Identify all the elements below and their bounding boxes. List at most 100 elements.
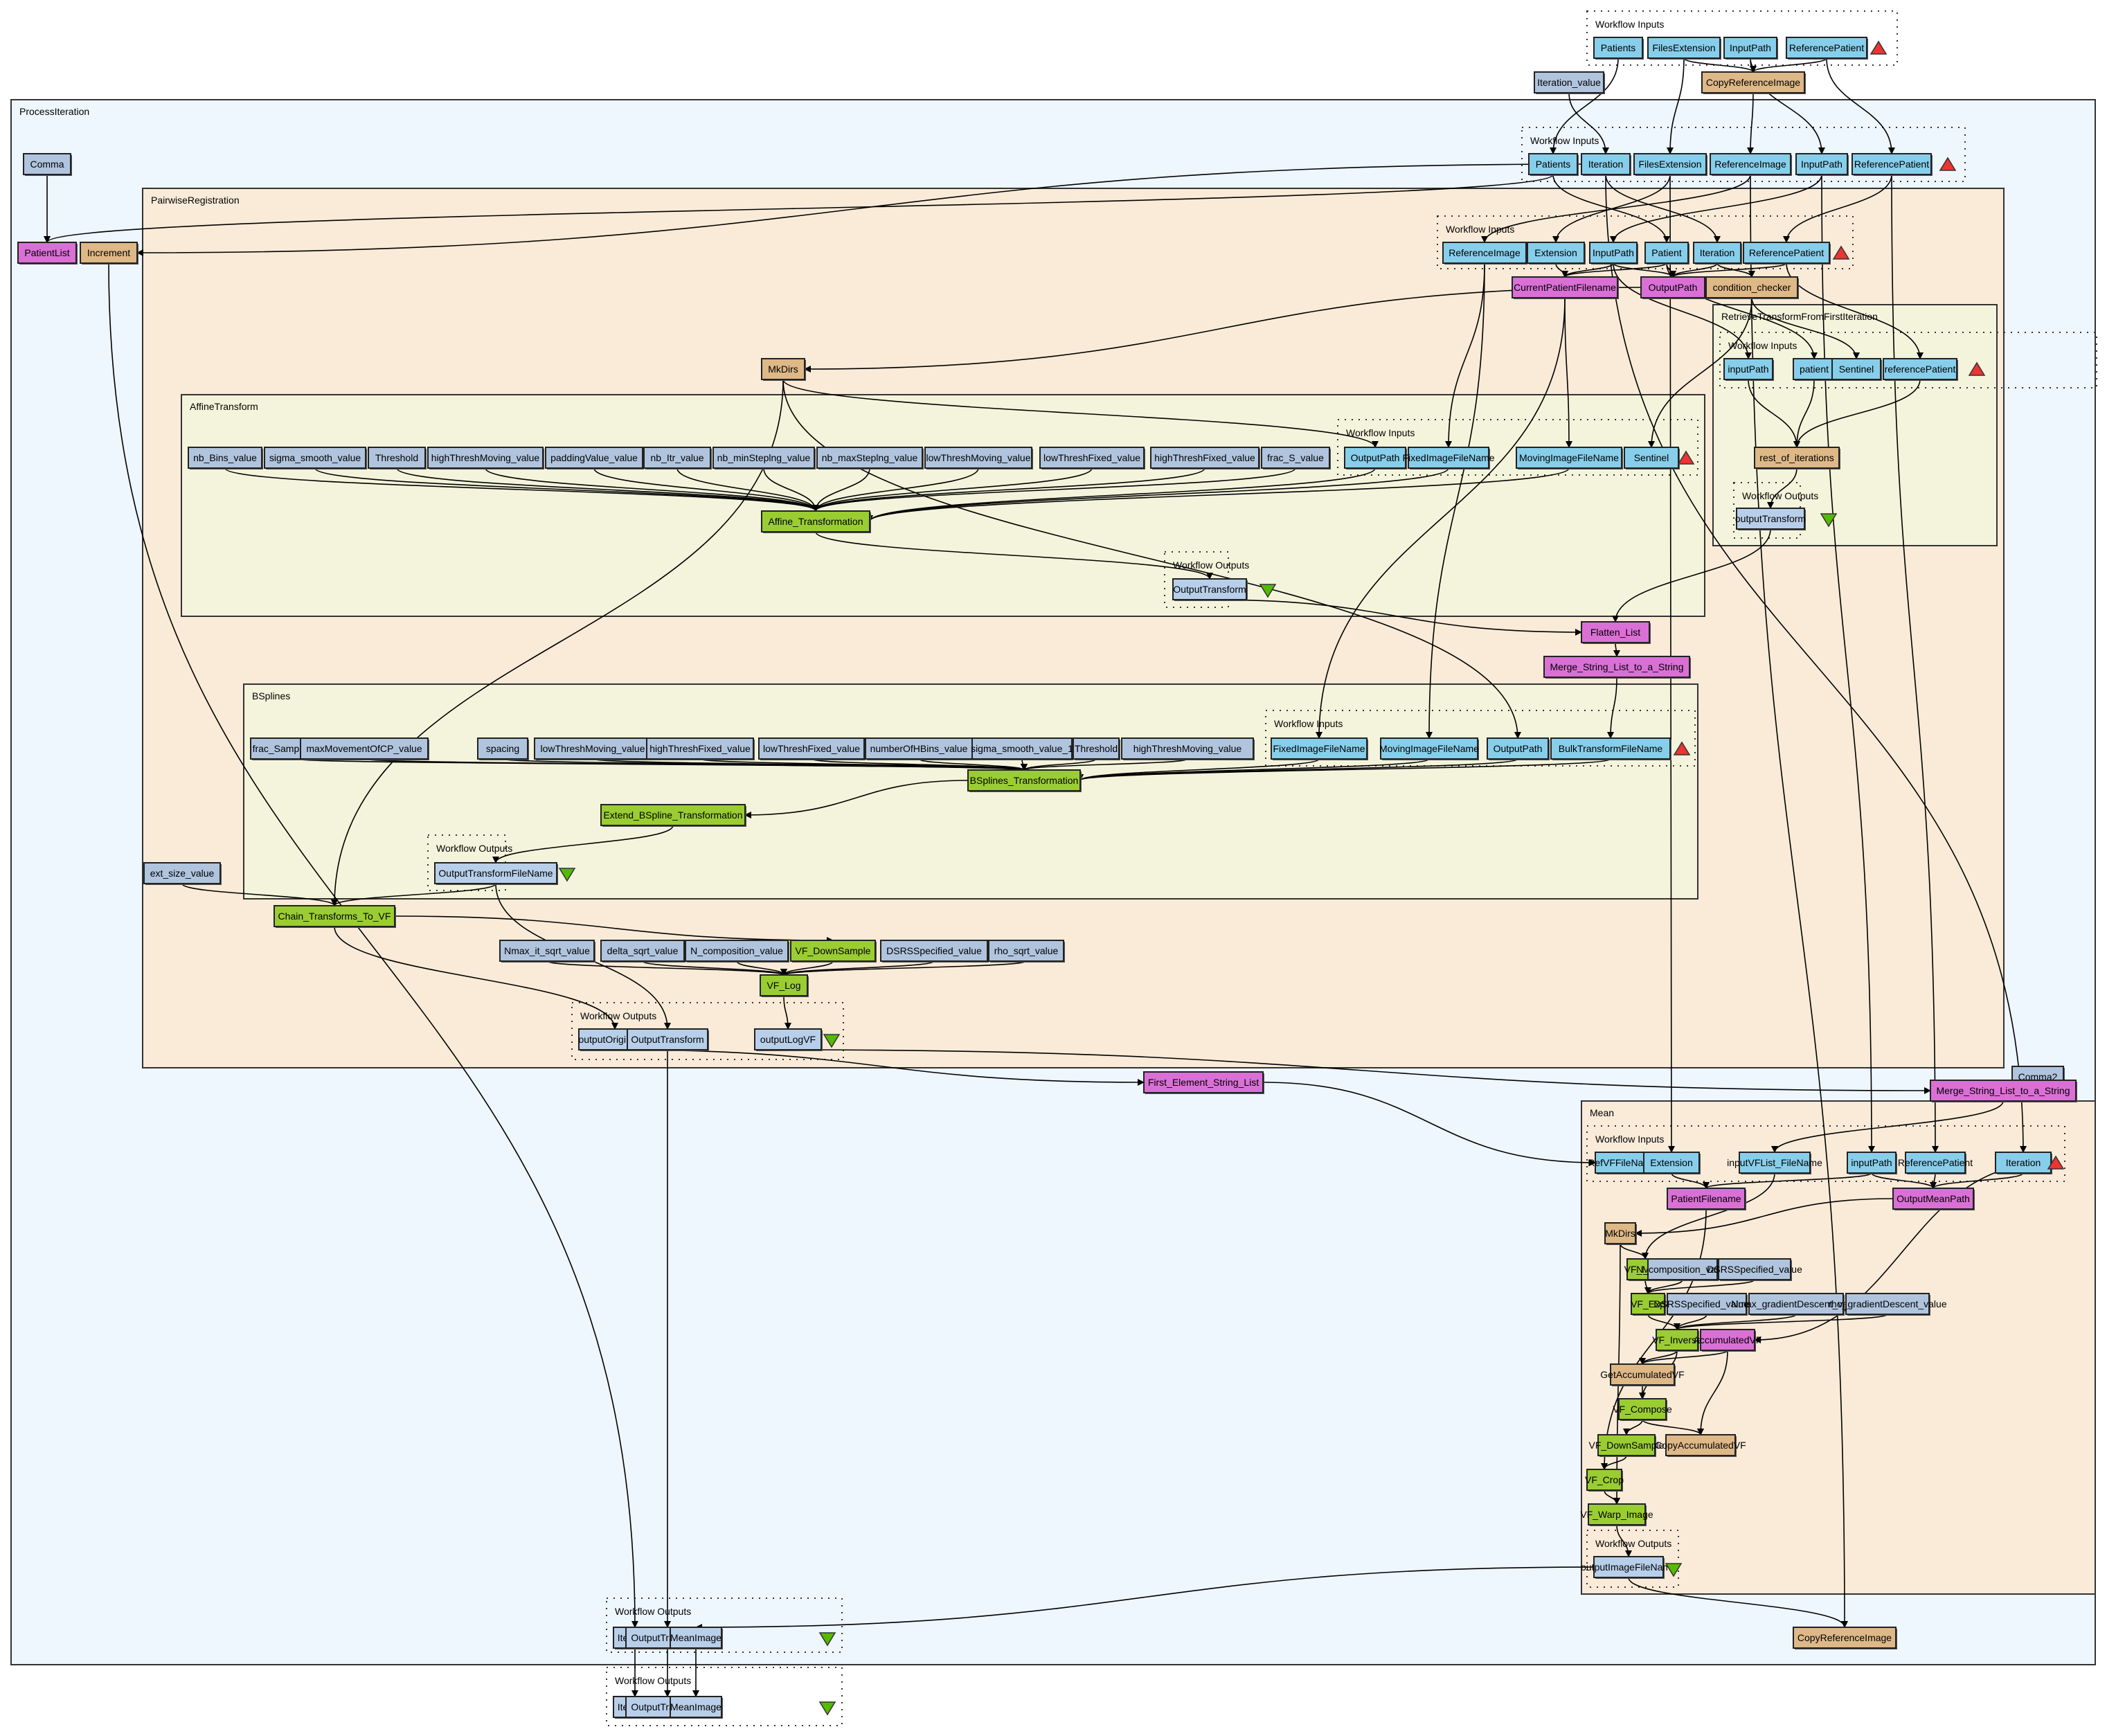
node-input-path[interactable]: inputPath (1847, 1152, 1897, 1174)
node-vf-down-sample[interactable]: VF_DownSample (1589, 1434, 1665, 1457)
node-sentinel[interactable]: Sentinel (1624, 447, 1680, 469)
node-sentinel[interactable]: Sentinel (1831, 358, 1882, 381)
node-increment[interactable]: Increment (80, 242, 138, 265)
node-nb-min-steplng-value[interactable]: nb_minSteplng_value (712, 447, 816, 469)
node-vf-crop[interactable]: VF_Crop (1585, 1469, 1624, 1492)
node-nb-itr-value[interactable]: nb_Itr_value (643, 447, 712, 469)
node-merge-string-list-to-a-string[interactable]: Merge_String_List_to_a_String (1930, 1080, 2077, 1102)
node-output-image-file-name[interactable]: outputImageFileName (1581, 1556, 1676, 1579)
node-delta-sqrt-value[interactable]: delta_sqrt_value (600, 940, 685, 963)
node-files-extension[interactable]: FilesExtension (1647, 37, 1721, 60)
node-reference-image[interactable]: ReferenceImage (1442, 242, 1527, 265)
node-get-accumulated-vf[interactable]: GetAccumulatedVF (1600, 1363, 1685, 1386)
node-threshold[interactable]: Threshold (368, 447, 427, 469)
node-high-thresh-fixed-value[interactable]: highThreshFixed_value (646, 737, 755, 760)
node-patients[interactable]: Patients (1528, 153, 1579, 176)
node-mean-image[interactable]: MeanImage (670, 1696, 723, 1719)
node-vf-exp[interactable]: VF_Exp (1631, 1293, 1666, 1316)
node-moving-image-file-name[interactable]: MovingImageFileName (1516, 447, 1623, 469)
node-ref-vffile-name[interactable]: RefVFFileName (1588, 1152, 1657, 1174)
node-vf-log[interactable]: VF_Log (760, 974, 809, 997)
node-mk-dirs[interactable]: MkDirs (1604, 1222, 1637, 1245)
node-extension[interactable]: Extension (1527, 242, 1586, 265)
node-condition-checker[interactable]: condition_checker (1705, 276, 1799, 299)
node-patient[interactable]: patient (1793, 358, 1836, 381)
node-iteration[interactable]: Iteration (1581, 153, 1631, 176)
node-dsrsspecified-value[interactable]: DSRSSpecified_value (1707, 1258, 1802, 1281)
node-reference-patient[interactable]: referencePatient (1883, 358, 1958, 381)
node-bsplines-transformation[interactable]: BSplines_Transformation (967, 769, 1082, 792)
node-output-mean-path[interactable]: OutputMeanPath (1892, 1188, 1975, 1210)
node-max-movement-of-cp-value[interactable]: maxMovementOfCP_value (300, 737, 429, 760)
node-iteration[interactable]: Iteration (1693, 242, 1742, 265)
node-reference-image[interactable]: ReferenceImage (1710, 153, 1792, 176)
node-spacing[interactable]: spacing (477, 737, 529, 760)
node-dsrsspecified-value-1[interactable]: DSRSSpecified_value_1 (1653, 1293, 1760, 1316)
node-vf-down-sample[interactable]: VF_DownSample (790, 940, 877, 963)
node-mk-dirs[interactable]: MkDirs (761, 358, 806, 381)
node-low-thresh-fixed-value[interactable]: lowThreshFixed_value (758, 737, 866, 760)
node-input-path[interactable]: InputPath (1723, 37, 1778, 60)
node-reference-patient[interactable]: ReferencePatient (1743, 242, 1831, 265)
node-output-transform-file-name[interactable]: OutputTransformFileName (434, 862, 558, 885)
node-frac-s-value[interactable]: frac_S_value (1261, 447, 1331, 469)
node-sigma-smooth-value[interactable]: sigma_smooth_value (264, 447, 367, 469)
node-copy-reference-image[interactable]: CopyReferenceImage (1701, 71, 1806, 94)
node-low-thresh-fixed-value[interactable]: lowThreshFixed_value (1039, 447, 1145, 469)
node-iteration[interactable]: Iteration (1995, 1152, 2052, 1174)
node-low-thresh-moving-value[interactable]: lowThreshMoving_value (924, 447, 1033, 469)
node-padding-value-value[interactable]: paddingValue_value (545, 447, 644, 469)
node-extend-bspline-transformation[interactable]: Extend_BSpline_Transformation (600, 804, 746, 827)
node-n-composition-value[interactable]: N_composition_value (685, 940, 789, 963)
node-ext-size-value[interactable]: ext_size_value (143, 862, 222, 885)
node-sigma-smooth-value-1[interactable]: sigma_smooth_value_1 (971, 737, 1073, 760)
node-nb-bins-value[interactable]: nb_Bins_value (188, 447, 263, 469)
node-low-thresh-moving-value[interactable]: lowThreshMoving_value (534, 737, 652, 760)
node-patient-filename[interactable]: PatientFilename (1667, 1188, 1746, 1210)
node-high-thresh-moving-value[interactable]: highThreshMoving_value (427, 447, 544, 469)
node-reference-patient[interactable]: ReferencePatient (1786, 37, 1868, 60)
node-comma[interactable]: Comma (23, 153, 72, 176)
node-mean-image[interactable]: MeanImage (670, 1627, 723, 1649)
node-vf-compose[interactable]: VF_Compose (1613, 1398, 1672, 1421)
node-bulk-transform-file-name[interactable]: BulkTransformFileName (1550, 737, 1671, 760)
node-reference-patient[interactable]: ReferencePatient (1852, 153, 1933, 176)
node-fixed-image-file-name[interactable]: FixedImageFileName (1271, 737, 1368, 760)
node-copy-reference-image[interactable]: CopyReferenceImage (1793, 1627, 1897, 1649)
node-input-path[interactable]: InputPath (1589, 242, 1638, 265)
node-extension[interactable]: Extension (1643, 1152, 1701, 1174)
node-input-path[interactable]: InputPath (1795, 153, 1849, 176)
node-rho-sqrt-value[interactable]: rho_sqrt_value (988, 940, 1065, 963)
node-output-path[interactable]: OutputPath (1344, 447, 1407, 469)
node-output-path[interactable]: OutputPath (1487, 737, 1550, 760)
node-copy-accumulated-vf[interactable]: CopyAccumulatedVF (1655, 1434, 1746, 1457)
node-output-transform[interactable]: OutputTransform (1172, 578, 1248, 601)
node-fixed-image-file-name[interactable]: FixedImageFileName (1402, 447, 1495, 469)
node-vf-inverse[interactable]: VF_Inverse (1652, 1329, 1702, 1352)
node-reference-patient[interactable]: ReferencePatient (1898, 1152, 1973, 1174)
node-merge-string-list-to-a-string[interactable]: Merge_String_List_to_a_String (1543, 656, 1691, 679)
node-threshold[interactable]: Threshold (1073, 737, 1120, 760)
node-chain-transforms-to-vf[interactable]: Chain_Transforms_To_VF (274, 905, 396, 928)
node-input-path[interactable]: inputPath (1723, 358, 1774, 381)
node-moving-image-file-name[interactable]: MovingImageFileName (1379, 737, 1479, 760)
node-flatten-list[interactable]: Flatten_List (1581, 621, 1651, 644)
node-nb-max-steplng-value[interactable]: nb_maxSteplng_value (816, 447, 924, 469)
node-iteration-value[interactable]: Iteration_value (1534, 71, 1605, 94)
node-patient[interactable]: Patient (1644, 242, 1689, 265)
node-output-transform[interactable]: outputTransform (1735, 508, 1806, 530)
node-rest-of-iterations[interactable]: rest_of_iterations (1754, 447, 1840, 469)
node-output-path[interactable]: OutputPath (1640, 276, 1706, 299)
node-nmax-it-sqrt-value[interactable]: Nmax_it_sqrt_value (499, 940, 595, 963)
node-n-composition-value[interactable]: N_composition_value (1636, 1258, 1729, 1281)
node-files-extension[interactable]: FilesExtension (1633, 153, 1707, 176)
node-affine-transformation[interactable]: Affine_Transformation (761, 510, 871, 533)
node-input-vflist-file-name[interactable]: inputVFList_FileName (1727, 1152, 1822, 1174)
node-patient-list[interactable]: PatientList (17, 242, 78, 265)
node-output-log-vf[interactable]: outputLogVF (754, 1028, 823, 1051)
node-high-thresh-moving-value[interactable]: highThreshMoving_value (1121, 737, 1255, 760)
node-rho-gradient-descent-value[interactable]: rho_gradientDescent_value (1828, 1293, 1947, 1316)
node-current-patient-filename[interactable]: CurrentPatientFilename (1512, 276, 1619, 299)
node-output-transform[interactable]: OutputTransform (627, 1028, 709, 1051)
node-patients[interactable]: Patients (1593, 37, 1644, 60)
